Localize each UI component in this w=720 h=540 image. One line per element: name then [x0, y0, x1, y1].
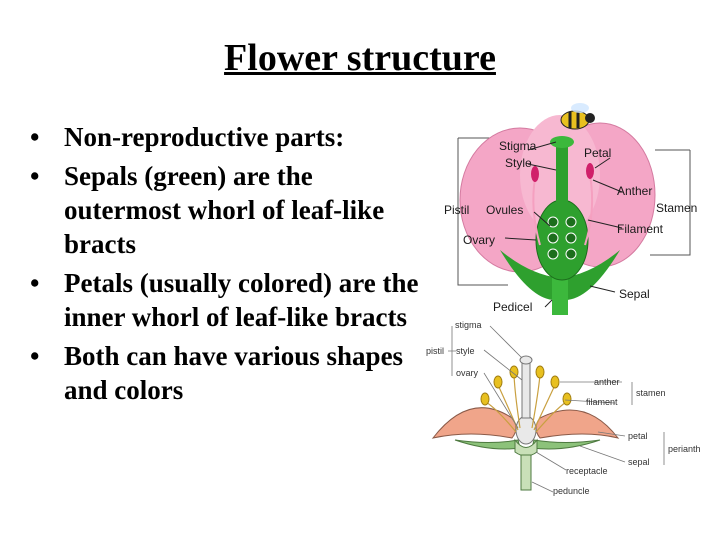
label-petal: Petal — [584, 146, 611, 160]
label-pistil: Pistil — [444, 203, 469, 217]
peduncle-stem — [520, 454, 532, 491]
label2-peduncle: peduncle — [553, 486, 590, 496]
sepal-right — [531, 439, 601, 450]
label2-perianth: perianth — [668, 444, 701, 454]
label-pedicel: Pedicel — [493, 300, 532, 314]
slide-title: Flower structure — [0, 36, 720, 80]
sepal-left — [454, 439, 521, 450]
label2-petal: petal — [628, 431, 648, 441]
label-style: Style — [505, 156, 532, 170]
label-anther: Anther — [617, 184, 652, 198]
bullet-list: • Non-reproductive parts: • Sepals (green)… — [30, 120, 430, 412]
label2-anther: anther — [594, 377, 620, 387]
label-sepal: Sepal — [619, 287, 650, 301]
bullet-dot-icon: • — [30, 268, 40, 298]
ovules-group — [547, 216, 577, 260]
bullet-item: • Non-reproductive parts: — [30, 120, 430, 154]
label2-ovary: ovary — [456, 368, 479, 378]
outline-flower-diagram: stigma pistil style ovary anther stamen … — [426, 320, 701, 496]
label2-style: style — [456, 346, 475, 356]
filament-left — [532, 177, 541, 246]
label2-pistil: pistil — [426, 346, 444, 356]
anther-right — [586, 163, 594, 179]
receptacle-shape — [514, 438, 538, 457]
bullet-item: • Sepals (green) are the outermost whorl … — [30, 159, 430, 261]
label-ovules: Ovules — [486, 203, 523, 217]
bullet-text: Non-reproductive parts: — [64, 122, 345, 152]
pedicel-stem — [552, 275, 568, 315]
label2-stamen: stamen — [636, 388, 666, 398]
anther-left — [531, 166, 539, 182]
label-ovary: Ovary — [463, 233, 495, 247]
filament-right — [584, 174, 594, 246]
bullet-text: Both can have various shapes and colors — [64, 341, 404, 405]
label2-sepal: sepal — [628, 457, 650, 467]
leader-lines — [504, 141, 623, 308]
label-stamen: Stamen — [656, 201, 697, 215]
label2-receptacle: receptacle — [566, 466, 608, 476]
bullet-dot-icon: • — [30, 161, 40, 191]
petal-left — [431, 407, 517, 439]
bee-icon — [560, 103, 595, 130]
bullet-text: Petals (usually colored) are the inner w… — [64, 268, 419, 332]
label-stigma: Stigma — [499, 139, 537, 153]
colored-flower-diagram: Stigma Style Petal Anther Stamen Pistil … — [444, 103, 697, 315]
bullet-item: • Both can have various shapes and colors — [30, 339, 430, 407]
bullet-dot-icon: • — [30, 122, 40, 152]
style-shape — [556, 145, 568, 215]
leader-lines-2 — [448, 325, 665, 493]
stigma2-shape — [519, 355, 533, 365]
stamen-anthers — [480, 365, 572, 406]
stamen-bracket — [650, 149, 691, 256]
pistil-bracket — [457, 138, 508, 286]
petal-right — [535, 409, 620, 439]
sepal-shape — [500, 250, 620, 300]
bullet-item: • Petals (usually colored) are the inner … — [30, 266, 430, 334]
label-filament: Filament — [617, 222, 664, 236]
slide-title-text: Flower structure — [224, 37, 496, 79]
label2-filament: filament — [586, 397, 618, 407]
bullet-dot-icon: • — [30, 341, 40, 371]
stigma-shape — [550, 136, 574, 148]
label2-stigma: stigma — [455, 320, 482, 330]
style2-shape — [521, 361, 531, 419]
bullet-text: Sepals (green) are the outermost whorl o… — [64, 161, 385, 259]
